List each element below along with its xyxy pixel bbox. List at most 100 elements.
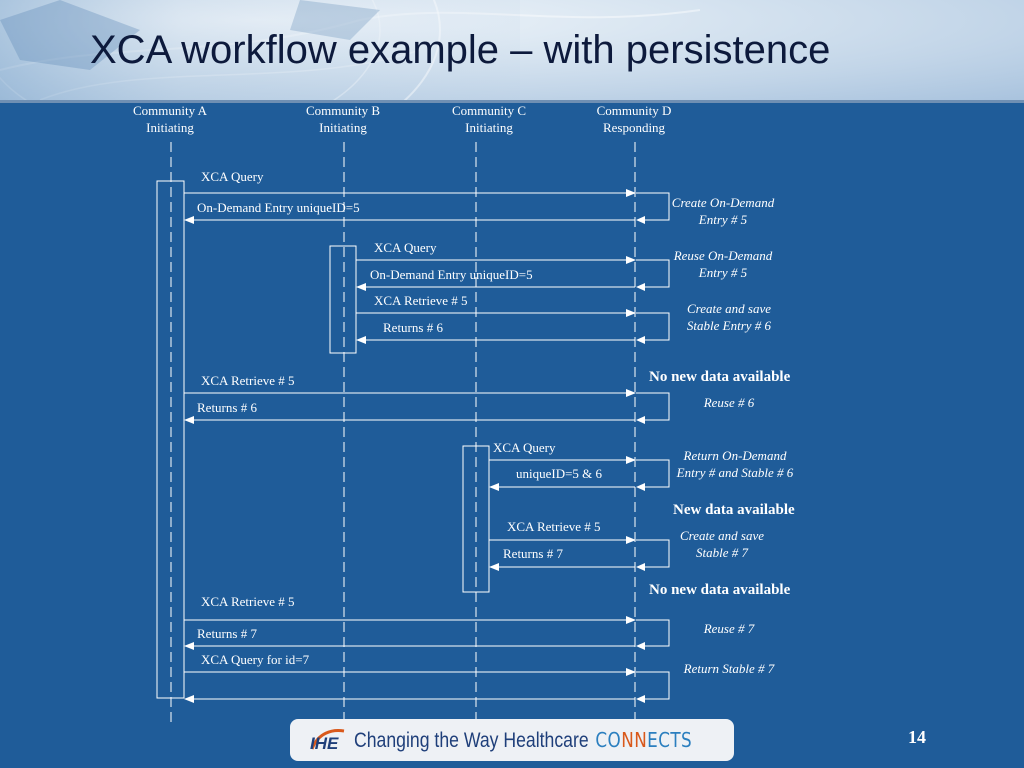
note-line: Stable Entry # 6	[686, 318, 772, 333]
ihe-logo-icon: IHE	[310, 729, 345, 753]
note-line: Entry # 5	[698, 212, 748, 227]
header-divider	[0, 100, 1024, 103]
self-processing-loop	[636, 459, 670, 488]
responder-note: Create and save Stable # 7	[647, 527, 797, 561]
responder-note: Reuse # 6	[654, 394, 804, 411]
note-line: Reuse # 7	[703, 621, 755, 636]
community-role: Initiating	[319, 120, 367, 135]
message-label: XCA Query	[201, 169, 264, 184]
slide-title: XCA workflow example – with persistence	[90, 28, 831, 72]
note-line: Reuse # 6	[703, 395, 755, 410]
note-line: Return On-Demand	[683, 448, 787, 463]
ihe-logo-text: IHE	[310, 734, 339, 753]
connects-part: CO	[595, 728, 622, 752]
data-status-banner: No new data available	[649, 369, 791, 385]
note-line: Stable # 7	[696, 545, 748, 560]
community-role: Initiating	[465, 120, 513, 135]
activation-box-community-c	[462, 445, 490, 593]
message-label: Returns # 7	[197, 626, 257, 641]
data-status-banner: No new data available	[649, 582, 791, 598]
page-number: 14	[908, 727, 926, 747]
community-b-header: Community B Initiating	[283, 102, 403, 136]
arrowhead	[636, 642, 645, 650]
message-label: On-Demand Entry uniqueID=5	[197, 200, 360, 215]
self-processing-loop	[636, 671, 670, 700]
community-c-header: Community C Initiating	[429, 102, 549, 136]
responder-note: Create and save Stable Entry # 6	[654, 300, 804, 334]
arrowhead	[184, 695, 194, 703]
responder-note: Reuse On-Demand Entry # 5	[648, 247, 798, 281]
arrowhead	[636, 563, 645, 571]
community-a-header: Community A Initiating	[110, 102, 230, 136]
activation-box-community-b	[329, 245, 357, 354]
note-line: Reuse On-Demand	[673, 248, 773, 263]
note-line: Entry # and Stable # 6	[676, 465, 794, 480]
arrowhead	[636, 483, 645, 491]
arrowhead	[636, 336, 645, 344]
responder-note: Reuse # 7	[654, 620, 804, 637]
arrowhead	[626, 189, 636, 197]
self-processing-loop	[636, 619, 670, 647]
footer-tagline: Changing the Way Healthcare CONNECTS	[354, 728, 692, 753]
message-label: XCA Retrieve # 5	[507, 519, 601, 534]
self-processing-loop	[636, 312, 670, 341]
message-label: XCA Retrieve # 5	[374, 293, 468, 308]
arrowhead	[636, 283, 645, 291]
message-label: XCA Query for id=7	[201, 652, 310, 667]
connects-part: ECTS	[647, 728, 693, 752]
self-processing-loop	[636, 259, 670, 288]
message-label: Returns # 7	[503, 546, 563, 561]
note-line: Create and save	[687, 301, 771, 316]
title-banner: XCA workflow example – with persistence	[0, 0, 1024, 100]
message-label: XCA Query	[493, 440, 556, 455]
arrowhead	[184, 642, 194, 650]
message-label: On-Demand Entry uniqueID=5	[370, 267, 533, 282]
community-role: Responding	[602, 120, 666, 135]
message-label: Returns # 6	[197, 400, 257, 415]
arrowhead	[626, 256, 636, 264]
responder-note: Return Stable # 7	[654, 660, 804, 677]
arrowhead	[489, 563, 499, 571]
arrowhead	[626, 536, 636, 544]
note-line: Return Stable # 7	[683, 661, 775, 676]
arrowhead	[626, 456, 636, 464]
ihe-footer-logo: IHE Changing the Way Healthcare CONNECTS	[290, 719, 734, 761]
connects-part: NN	[621, 728, 648, 752]
activation-box-community-a	[156, 180, 185, 699]
community-name: Community D	[596, 103, 672, 118]
message-label: XCA Query	[374, 240, 437, 255]
community-name: Community A	[132, 103, 208, 118]
message-label: XCA Retrieve # 5	[201, 373, 295, 388]
note-line: Create On-Demand	[671, 195, 775, 210]
globe-graphic	[0, 0, 701, 100]
data-status-banner: New data available	[673, 502, 795, 518]
responder-note: Create On-Demand Entry # 5	[648, 194, 798, 228]
self-processing-loop	[636, 539, 670, 568]
arrowhead	[626, 668, 636, 676]
message-label: XCA Retrieve # 5	[201, 594, 295, 609]
note-line: Create and save	[680, 528, 764, 543]
message-label: Returns # 6	[383, 320, 443, 335]
community-name: Community C	[451, 103, 527, 118]
arrowhead	[636, 216, 645, 224]
community-d-header: Community D Responding	[574, 102, 694, 136]
community-role: Initiating	[146, 120, 194, 135]
arrowhead	[626, 389, 636, 397]
arrowhead	[184, 416, 194, 424]
arrowhead	[356, 283, 366, 291]
arrowhead	[184, 216, 194, 224]
arrowhead	[626, 309, 636, 317]
arrowhead	[356, 336, 366, 344]
arrowhead	[636, 695, 645, 703]
arrowhead	[626, 616, 636, 624]
responder-note: Return On-Demand Entry # and Stable # 6	[660, 447, 810, 481]
connects-wordmark: CONNECTS	[595, 728, 692, 752]
arrowhead	[636, 416, 645, 424]
self-processing-loop	[636, 392, 670, 421]
arrowhead	[489, 483, 499, 491]
community-name: Community B	[305, 103, 381, 118]
note-line: Entry # 5	[698, 265, 748, 280]
tagline-text: Changing the Way Healthcare	[354, 729, 589, 752]
message-label: uniqueID=5 & 6	[516, 466, 603, 481]
